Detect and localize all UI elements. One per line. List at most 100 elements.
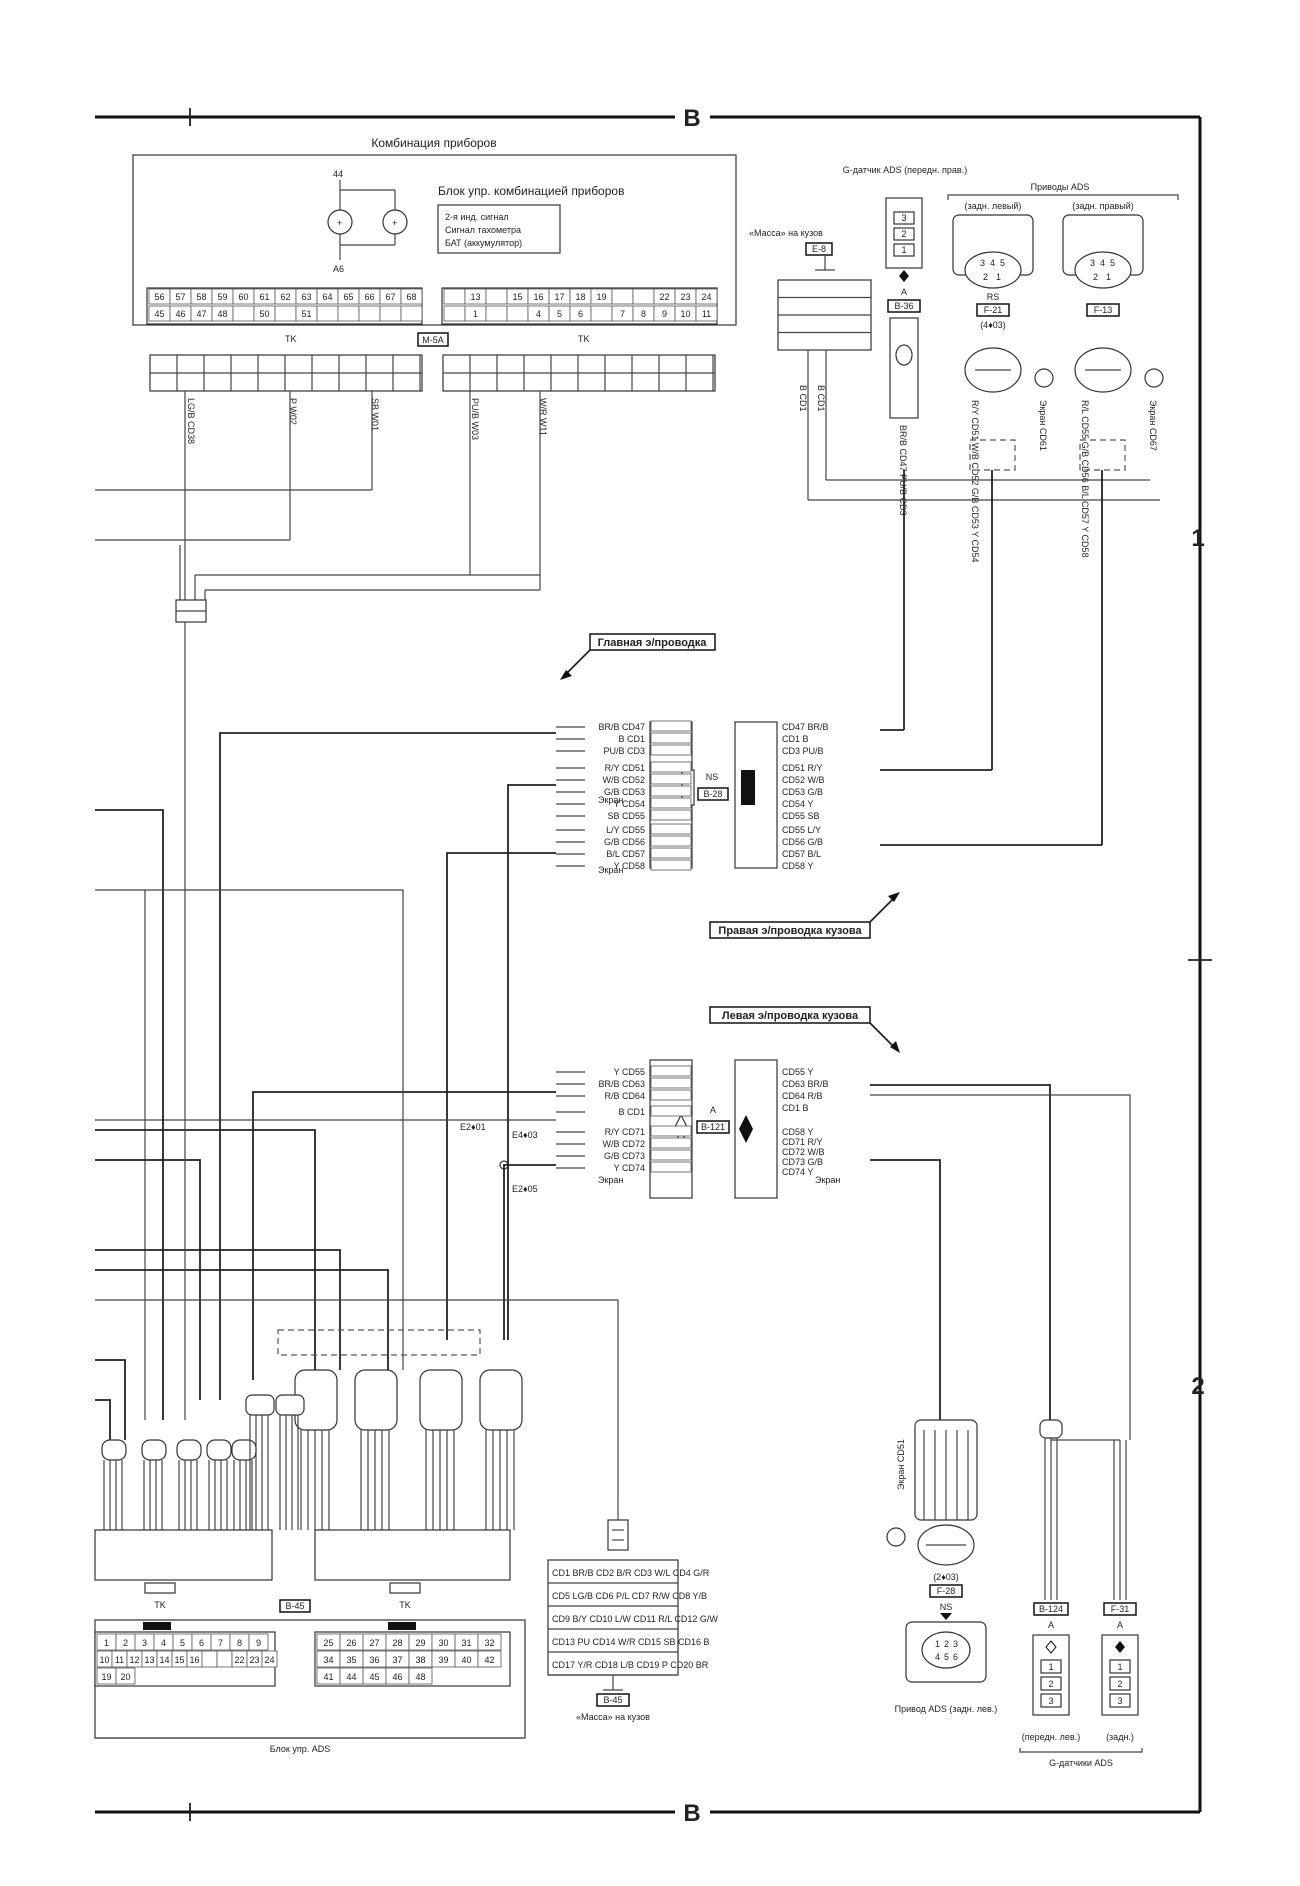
pin-label: 18 xyxy=(575,292,585,302)
pin-label: 14 xyxy=(159,1655,169,1665)
signal-label: БАТ (аккумулятор) xyxy=(445,238,522,248)
actuator-rear-shield: Экран CD51 xyxy=(896,1439,906,1490)
pin-label: 6 xyxy=(578,309,583,319)
wire-bundle xyxy=(479,1369,523,1431)
wire-bundle xyxy=(354,1369,398,1431)
actuator-left-wires: R/Y CD51 W/B CD52 G/B CD53 Y CD54 xyxy=(970,400,980,563)
pin-cell xyxy=(358,305,381,322)
pin-cell xyxy=(650,785,692,797)
pin-label: 19 xyxy=(101,1672,111,1682)
pin-cell xyxy=(650,744,692,756)
pin-label: 1 xyxy=(996,272,1001,282)
ground-row-label: CD13 PU CD14 W/R CD15 SB CD16 B xyxy=(552,1637,710,1647)
pin-label: 66 xyxy=(364,292,374,302)
wire-label: R/B CD64 xyxy=(604,1091,645,1101)
pin-label: 48 xyxy=(415,1672,425,1682)
connector-latch xyxy=(388,1622,416,1630)
wire-label: CD58 Y xyxy=(782,861,813,871)
connector-left-ref: B-121 xyxy=(701,1122,725,1132)
pin-cell xyxy=(443,288,466,305)
g-sensor-front: G-датчик ADS (передн. прав.) 3 2 1 A B-3… xyxy=(843,165,967,731)
pin-cell xyxy=(232,305,255,322)
wire-label: Y CD58 xyxy=(614,861,645,871)
pin-label: 25 xyxy=(323,1638,333,1648)
tk-label-left: TK xyxy=(285,334,297,344)
pin-label: 57 xyxy=(175,292,185,302)
pin-label: 8 xyxy=(237,1638,242,1648)
pin-label: 2 xyxy=(1117,1679,1122,1689)
ground-row-label: CD5 LG/B CD6 P/L CD7 R/W CD8 Y/B xyxy=(552,1591,707,1601)
g-sensor-front-title: G-датчик ADS (передн. прав.) xyxy=(843,165,967,175)
wire-label: CD54 Y xyxy=(782,799,813,809)
actuator-right-ref: F-13 xyxy=(1094,305,1113,315)
wire-label: W/R W11 xyxy=(538,398,548,436)
pin-label: 64 xyxy=(322,292,332,302)
pin-label: 3 xyxy=(1090,258,1095,268)
ground-top-title: «Масса» на кузов xyxy=(749,228,823,238)
harness-row-cells xyxy=(176,355,714,391)
wire-label: CD3 PU/B xyxy=(782,746,824,756)
wire-label: L/Y CD55 xyxy=(606,825,645,835)
connector-latch xyxy=(143,1622,171,1630)
pin-label: 35 xyxy=(346,1655,356,1665)
ground-row-label: CD17 Y/R CD18 L/B CD19 P CD20 BR xyxy=(552,1660,709,1670)
wire-label: Y CD74 xyxy=(614,1163,645,1173)
pin-label: 22 xyxy=(234,1655,244,1665)
wire-label: CD51 R/Y xyxy=(782,763,823,773)
shield-label: Экран xyxy=(598,865,623,875)
pin-label: 3 xyxy=(1048,1696,1053,1706)
pin-label: 4 xyxy=(935,1652,940,1662)
pin-cell xyxy=(590,305,613,322)
pin-cell xyxy=(443,305,466,322)
actuator-right-wires: R/L CD55 G/B CD56 B/L CD57 Y CD58 xyxy=(1080,400,1090,558)
pin-label: 24 xyxy=(701,292,711,302)
pin-cell xyxy=(611,288,634,305)
pin-label: 16 xyxy=(533,292,543,302)
pin-label: 1 xyxy=(901,245,906,255)
pin-cell xyxy=(650,847,692,859)
actuator-right-shield: Экран CD67 xyxy=(1148,400,1158,451)
pin-cell xyxy=(650,809,692,821)
pin-cell xyxy=(650,835,692,847)
pin-label: 13 xyxy=(144,1655,154,1665)
pin-label: 5 xyxy=(1110,258,1115,268)
ads-bundles xyxy=(101,1369,523,1530)
wire-label: CD55 L/Y xyxy=(782,825,821,835)
g-sensor-rear-letter: A xyxy=(1117,1620,1123,1630)
pin-cell xyxy=(650,1125,692,1137)
pin-label: 46 xyxy=(392,1672,402,1682)
wire-label: P W02 xyxy=(288,398,298,425)
pin-label: 47 xyxy=(196,309,206,319)
shield-label: Экран xyxy=(598,795,623,805)
pin-label: 10 xyxy=(99,1655,109,1665)
ground-row-label: CD9 B/Y CD10 L/W CD11 R/L CD12 G/W xyxy=(552,1614,718,1624)
pin-label: 4 xyxy=(536,309,541,319)
pin-cell xyxy=(485,288,508,305)
pin-label: 2 xyxy=(944,1639,949,1649)
pin-cell xyxy=(650,1065,692,1077)
svg-text:44: 44 xyxy=(333,169,343,179)
main-wiring xyxy=(95,622,1131,1500)
instrument-cluster: Комбинация приборов + + 44 A6 Блок упр. … xyxy=(132,136,737,392)
wire-label: G/B CD73 xyxy=(604,1151,645,1161)
wire-label: B CD1 xyxy=(798,385,808,412)
cluster-wiring xyxy=(95,391,541,623)
wire-label: CD63 BR/B xyxy=(782,1079,829,1089)
g-sensors-bottom-title: G-датчики ADS xyxy=(1049,1758,1113,1768)
pin-cell xyxy=(650,1105,692,1117)
wire-bundle xyxy=(419,1369,463,1431)
pin-label: 45 xyxy=(154,309,164,319)
wire-label: CD64 R/B xyxy=(782,1091,823,1101)
pin-label: 1 xyxy=(935,1639,940,1649)
pin-cell xyxy=(650,761,692,773)
pin-cell xyxy=(400,288,423,305)
actuator-left-code: (4♦03) xyxy=(980,320,1006,330)
pin-label: 23 xyxy=(680,292,690,302)
wire-label: R/Y CD51 xyxy=(605,763,645,773)
wire-bundle xyxy=(1039,1419,1063,1439)
g-sensor-front-letter: A xyxy=(901,287,907,297)
pin-label: 37 xyxy=(392,1655,402,1665)
splice-label: E2♦05 xyxy=(512,1184,538,1194)
